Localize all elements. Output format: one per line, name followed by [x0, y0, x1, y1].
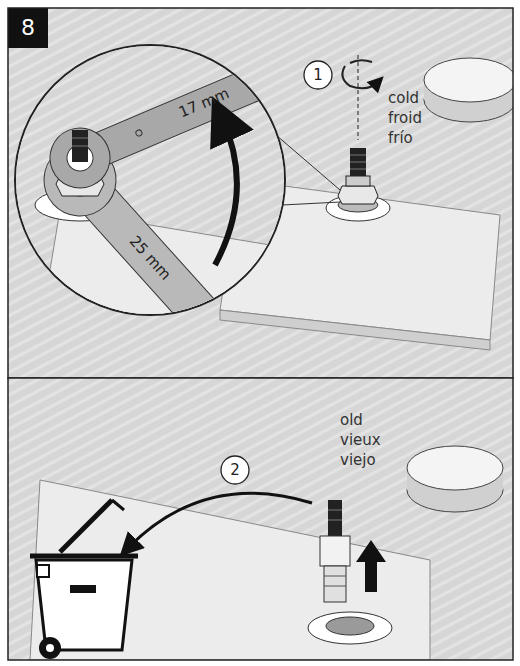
water-label: frío [388, 130, 413, 147]
water-label: cold [388, 90, 419, 107]
part-label: viejo [340, 452, 376, 469]
callout-number: 1 [313, 67, 323, 84]
part-label: old [340, 412, 363, 429]
callout-number: 2 [230, 462, 240, 479]
water-label: froid [388, 110, 422, 127]
step-number: 8 [21, 16, 35, 40]
part-label: vieux [340, 432, 381, 449]
